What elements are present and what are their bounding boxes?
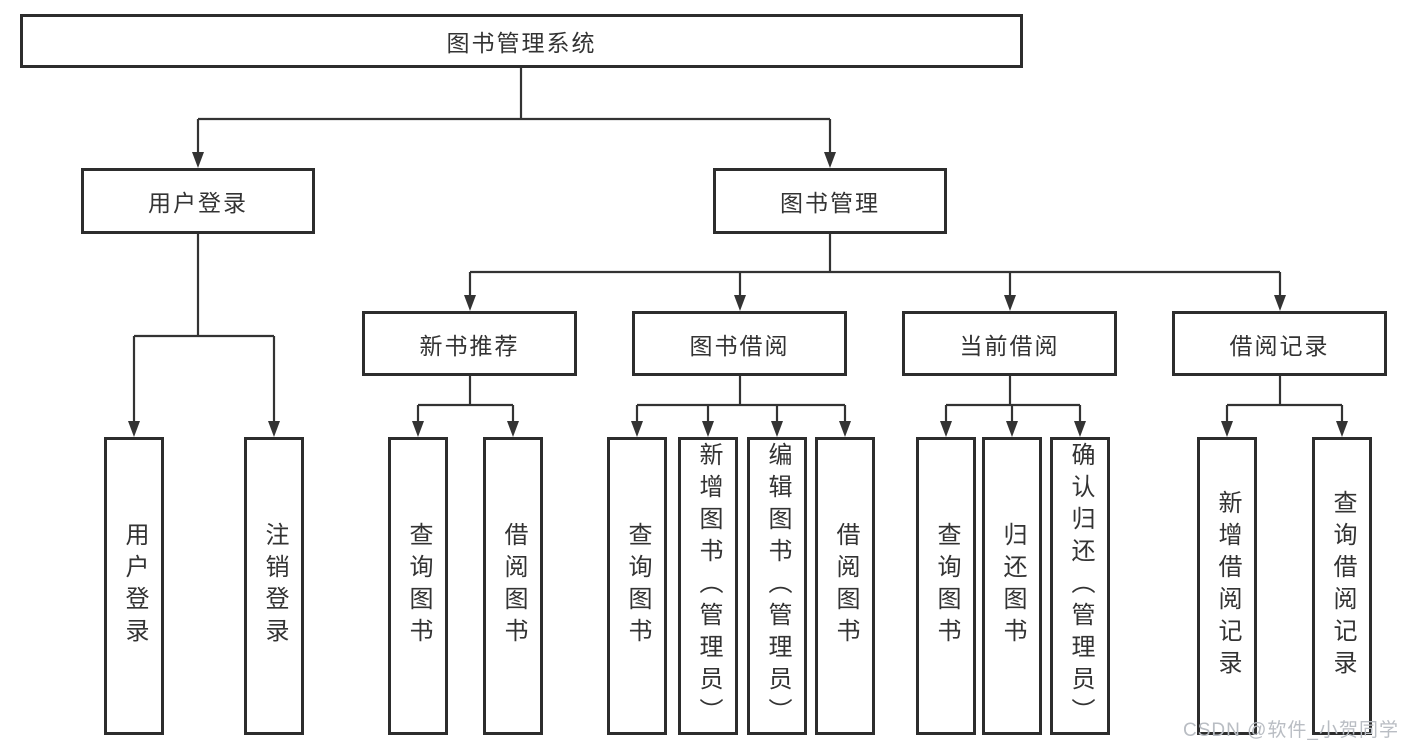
leaf-edit-book-admin-label: 编辑图书（管理员） — [764, 442, 791, 730]
node-new-book-recommend: 新书推荐 — [362, 311, 577, 376]
leaf-edit-book-admin: 编辑图书（管理员） — [747, 437, 807, 735]
leaf-query-borrow-record: 查询借阅记录 — [1312, 437, 1372, 735]
leaf-add-borrow-record: 新增借阅记录 — [1197, 437, 1257, 735]
leaf-borrow-book-1-label: 借阅图书 — [500, 522, 527, 650]
connector-borrow-record — [1225, 376, 1344, 423]
node-book-mgmt: 图书管理 — [713, 168, 947, 234]
leaf-user-login: 用户登录 — [104, 437, 164, 735]
leaf-return-book: 归还图书 — [982, 437, 1042, 735]
leaf-logout-login-label: 注销登录 — [261, 522, 288, 650]
node-root: 图书管理系统 — [20, 14, 1023, 68]
leaf-query-borrow-record-label: 查询借阅记录 — [1329, 490, 1356, 682]
connector-book-mgmt — [468, 234, 1282, 297]
leaf-confirm-return-admin: 确认归还（管理员） — [1050, 437, 1110, 735]
leaf-borrow-book-2: 借阅图书 — [815, 437, 875, 735]
leaf-query-book-1-label: 查询图书 — [405, 522, 432, 650]
node-borrow-record: 借阅记录 — [1172, 311, 1387, 376]
node-book-borrow-label: 图书借阅 — [689, 332, 790, 359]
node-new-book-recommend-label: 新书推荐 — [419, 332, 520, 359]
leaf-add-book-admin: 新增图书（管理员） — [678, 437, 738, 735]
leaf-logout-login: 注销登录 — [244, 437, 304, 735]
leaf-query-book-2: 查询图书 — [607, 437, 667, 735]
leaf-borrow-book-2-label: 借阅图书 — [832, 522, 859, 650]
connector-root — [196, 68, 832, 154]
connector-new-book-rec — [416, 376, 515, 423]
leaf-query-book-3-label: 查询图书 — [933, 522, 960, 650]
leaf-query-book-2-label: 查询图书 — [624, 522, 651, 650]
csdn-watermark: CSDN @软件_小贺同学 — [1183, 720, 1399, 741]
node-current-borrow-label: 当前借阅 — [959, 332, 1060, 359]
node-book-borrow: 图书借阅 — [632, 311, 847, 376]
node-user-login: 用户登录 — [81, 168, 315, 234]
leaf-borrow-book-1: 借阅图书 — [483, 437, 543, 735]
node-borrow-record-label: 借阅记录 — [1229, 332, 1330, 359]
leaf-query-book-1: 查询图书 — [388, 437, 448, 735]
leaf-user-login-label: 用户登录 — [121, 522, 148, 650]
connector-book-borrow — [635, 376, 847, 423]
node-book-mgmt-label: 图书管理 — [780, 190, 880, 216]
leaf-add-borrow-record-label: 新增借阅记录 — [1214, 490, 1241, 682]
node-current-borrow: 当前借阅 — [902, 311, 1117, 376]
connector-current-borrow — [944, 376, 1082, 423]
leaf-return-book-label: 归还图书 — [999, 522, 1026, 650]
connector-user-login — [132, 234, 276, 423]
leaf-query-book-3: 查询图书 — [916, 437, 976, 735]
node-root-label: 图书管理系统 — [446, 30, 597, 56]
leaf-add-book-admin-label: 新增图书（管理员） — [695, 442, 722, 730]
node-user-login-label: 用户登录 — [148, 190, 248, 216]
leaf-confirm-return-admin-label: 确认归还（管理员） — [1067, 442, 1094, 730]
